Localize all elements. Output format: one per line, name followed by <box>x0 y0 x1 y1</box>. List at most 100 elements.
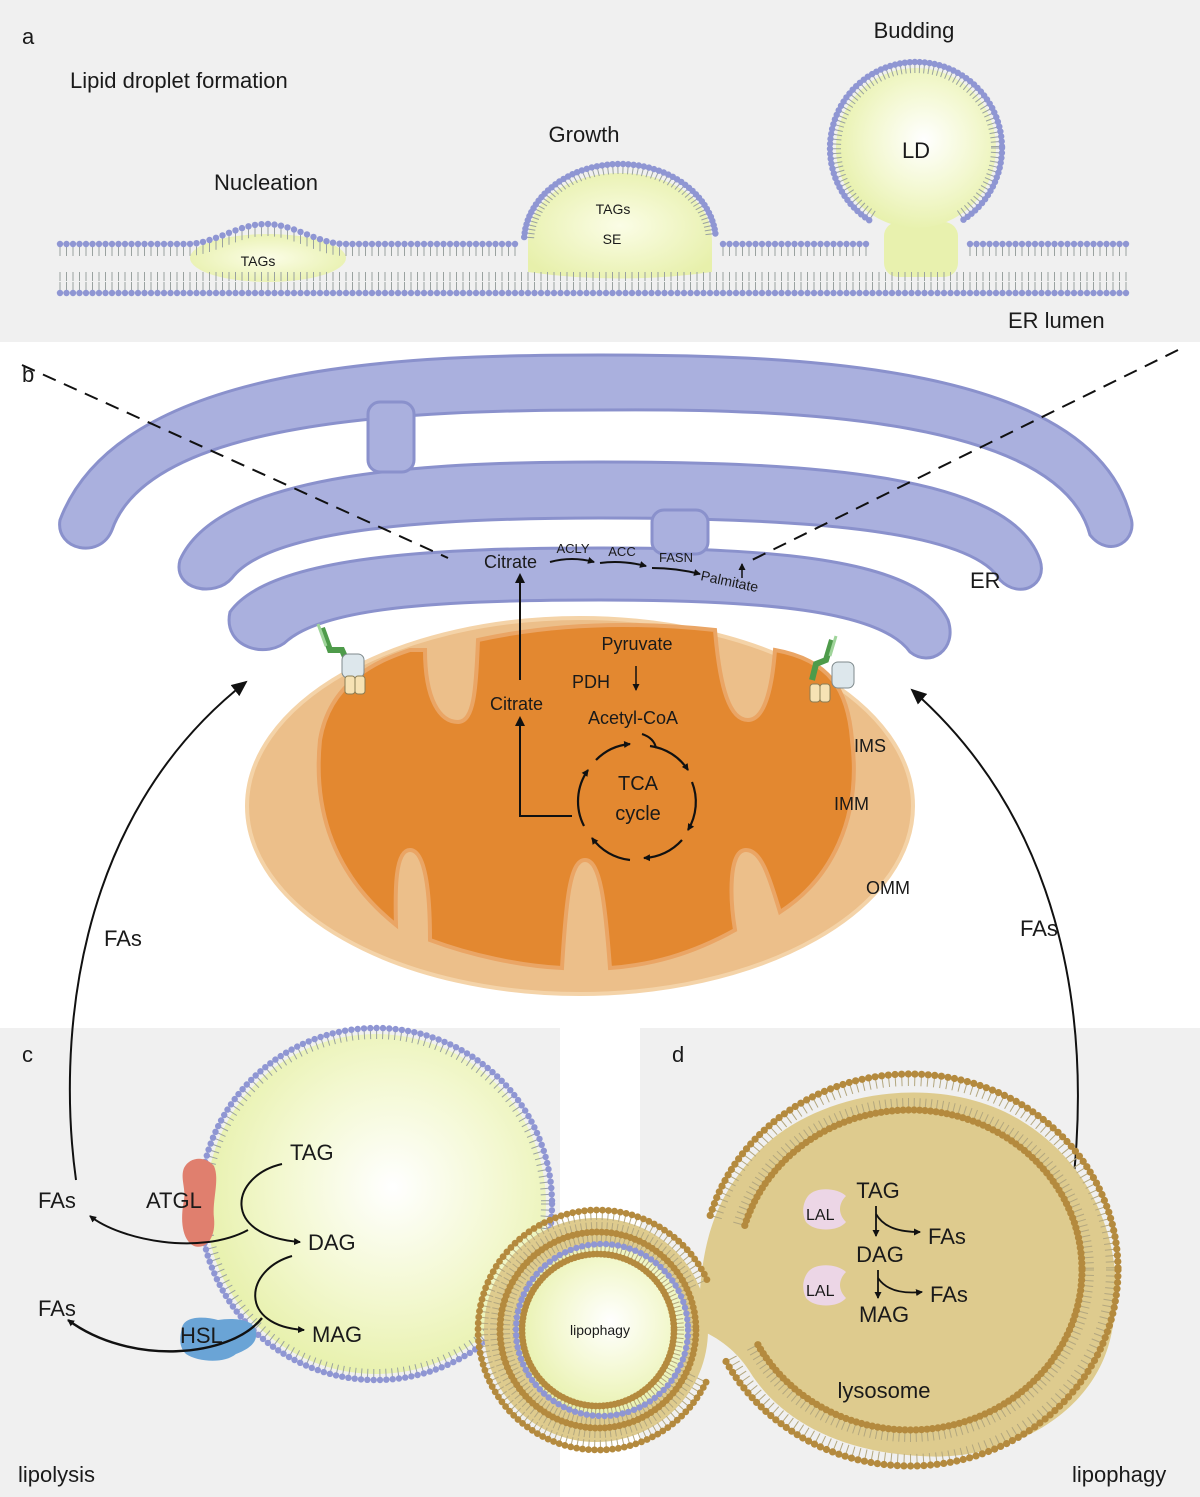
lipid-head <box>520 1361 527 1368</box>
panel-c-letter: c <box>22 1042 33 1067</box>
lipid-head <box>940 1459 948 1467</box>
lipid-head <box>874 1423 882 1431</box>
lipid-head <box>528 1427 536 1434</box>
lipid-head <box>115 240 122 248</box>
lipid-head <box>732 1374 740 1382</box>
lipid-head <box>297 1359 304 1367</box>
lipid-head <box>826 145 834 152</box>
lipid-head <box>476 1349 484 1357</box>
lipid-head <box>911 1070 919 1078</box>
lipid-head <box>311 1035 318 1043</box>
lipid-head <box>1070 240 1078 248</box>
lipid-head <box>221 1111 228 1119</box>
lipid-head <box>1018 289 1026 297</box>
lipid-head <box>332 1372 340 1379</box>
lipid-head <box>721 1176 729 1185</box>
lipid-head <box>243 1081 250 1088</box>
lipid-head <box>780 1110 789 1118</box>
panel-b: b ER <box>21 349 1179 1181</box>
lipid-head <box>655 167 663 174</box>
lipid-head <box>522 1366 529 1374</box>
lipid-head <box>229 1303 237 1310</box>
lipid-head <box>931 1071 939 1079</box>
lipid-head <box>647 1256 655 1263</box>
lipid-head <box>1077 240 1084 248</box>
lipid-head <box>609 161 616 168</box>
lipid-head <box>702 1378 710 1386</box>
lipid-head <box>856 289 863 297</box>
lipid-head <box>626 1245 633 1252</box>
lipid-head <box>1078 1271 1086 1279</box>
lipid-head <box>679 1241 687 1249</box>
lipid-head <box>555 1440 563 1447</box>
lipid-head <box>620 1243 628 1251</box>
lipid-head <box>271 221 278 228</box>
lipid-head <box>651 1394 658 1402</box>
lipid-head <box>604 161 611 168</box>
autophagosome-ld-heads <box>512 1240 692 1420</box>
lipid-head <box>994 1089 1003 1097</box>
lipid-head <box>686 1403 694 1411</box>
hsl-label: HSL <box>180 1323 223 1348</box>
lipid-head <box>548 1184 555 1192</box>
lipid-head <box>982 1084 990 1092</box>
lipid-head <box>890 1425 898 1433</box>
lipid-head <box>724 1171 732 1179</box>
lipid-head <box>872 1109 880 1117</box>
lipid-head <box>758 240 766 248</box>
lipid-head <box>916 58 923 66</box>
lipid-head <box>970 1079 978 1087</box>
lipid-head <box>920 1462 928 1470</box>
lipid-head <box>320 1368 327 1376</box>
lipid-head <box>233 1308 240 1315</box>
lipid-head <box>687 1250 695 1258</box>
lipid-head <box>894 1106 902 1114</box>
lipid-head <box>323 1031 330 1039</box>
lipid-head <box>966 1454 974 1462</box>
lipid-head <box>797 240 805 248</box>
lipid-head <box>622 289 629 297</box>
lipid-head <box>877 1108 885 1116</box>
lipid-head <box>681 1350 688 1358</box>
lipid-head <box>570 289 577 297</box>
lipid-head <box>998 154 1005 162</box>
lipid-head <box>609 1445 616 1453</box>
lipid-head <box>280 1350 287 1357</box>
tca-label-line2: cycle <box>615 803 661 825</box>
lipid-head <box>492 289 499 297</box>
panel-d-letter: d <box>672 1042 684 1067</box>
lipid-head <box>487 1273 494 1281</box>
lipid-head <box>953 1457 961 1465</box>
lipid-head <box>591 1446 598 1454</box>
lipid-head <box>619 160 627 168</box>
lipid-head <box>498 1077 505 1085</box>
lipid-head <box>446 289 454 297</box>
lipid-head <box>288 1046 295 1053</box>
lipid-head <box>931 60 938 68</box>
lipid-head <box>826 1085 835 1093</box>
lipid-head <box>433 289 441 297</box>
lipid-head <box>659 1427 667 1435</box>
lipid-head <box>82 240 90 248</box>
lipid-head <box>432 1366 439 1373</box>
lipid-head <box>994 118 1002 126</box>
lipid-head <box>830 240 837 248</box>
lipid-head <box>511 240 519 248</box>
lipid-head <box>940 289 948 297</box>
lipid-head <box>516 1235 523 1243</box>
lipid-head <box>675 1237 683 1245</box>
lipid-head <box>674 1367 682 1374</box>
lipid-head <box>512 1326 520 1333</box>
fasn-label: FASN <box>659 550 693 565</box>
lipid-head <box>827 150 834 157</box>
lipid-head <box>533 1270 540 1278</box>
lipid-head <box>1041 1415 1049 1423</box>
lipid-head <box>474 1319 482 1327</box>
lipid-head <box>541 1262 549 1269</box>
lipid-head <box>1083 289 1091 297</box>
lipid-head <box>926 1107 935 1115</box>
lipid-head <box>642 1252 650 1260</box>
lipid-head <box>1090 1356 1099 1365</box>
lipid-head <box>566 1406 573 1413</box>
lipid-head <box>485 289 493 297</box>
